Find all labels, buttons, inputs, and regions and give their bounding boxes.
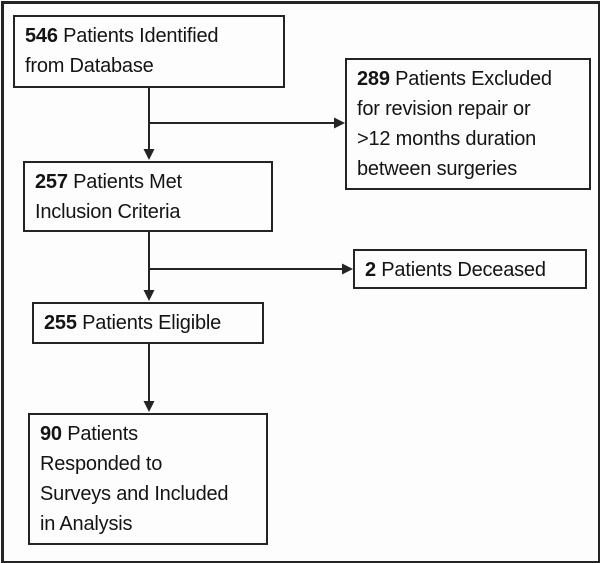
patient-count: 289 xyxy=(357,68,390,90)
box-line: for revision repair or xyxy=(357,98,531,120)
box-line: 90 Patients xyxy=(40,423,138,445)
box-line: 546 Patients Identified xyxy=(25,25,219,47)
box-line: 257 Patients Met xyxy=(35,171,182,193)
box-line: between surgeries xyxy=(357,158,518,180)
box-line: Surveys and Included xyxy=(40,483,229,505)
box-line: 2 Patients Deceased xyxy=(365,259,546,281)
arrow-identified-to-met xyxy=(143,88,155,160)
patient-count: 2 xyxy=(365,259,376,281)
box-line: in Analysis xyxy=(40,513,133,535)
box-line: >12 months duration xyxy=(357,128,537,150)
arrow-met-to-eligible xyxy=(143,232,155,301)
patient-count: 255 xyxy=(44,312,77,334)
arrow-identified-to-excluded xyxy=(149,117,345,129)
box-line: 255 Patients Eligible xyxy=(44,312,222,334)
box-line: Inclusion Criteria xyxy=(35,201,181,223)
patient-count: 546 xyxy=(25,25,58,47)
flow-box-met-criteria: 257 Patients Met Inclusion Criteria xyxy=(23,161,273,232)
flow-box-deceased: 2 Patients Deceased xyxy=(353,249,587,289)
flow-box-analysis: 90 Patients Responded to Surveys and Inc… xyxy=(28,413,268,545)
patient-count: 257 xyxy=(35,171,68,193)
flow-box-identified: 546 Patients Identified from Database xyxy=(13,15,285,88)
box-line: 289 Patients Excluded xyxy=(357,68,552,90)
box-line: Responded to xyxy=(40,453,163,475)
arrow-met-to-deceased xyxy=(149,263,353,275)
flow-box-excluded: 289 Patients Excluded for revision repai… xyxy=(345,58,591,190)
arrow-eligible-to-analysis xyxy=(143,343,155,412)
box-line: from Database xyxy=(25,55,154,77)
patient-count: 90 xyxy=(40,423,62,445)
flow-box-eligible: 255 Patients Eligible xyxy=(32,302,264,344)
